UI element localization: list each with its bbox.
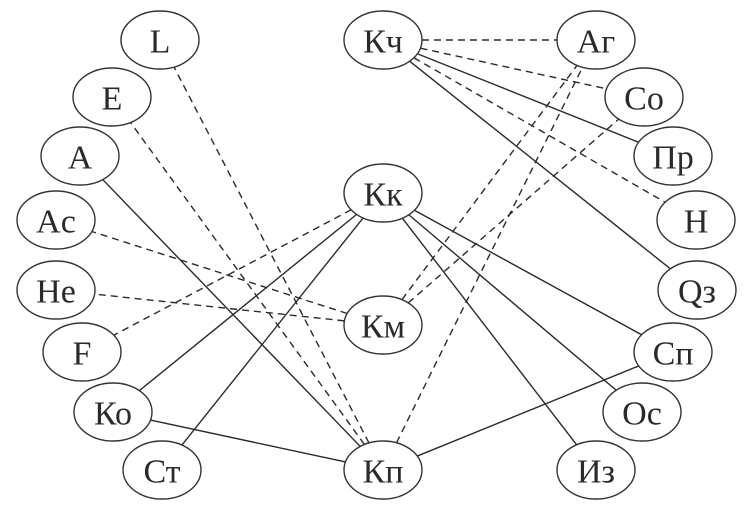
node-ellipse — [602, 382, 682, 442]
edge-Kk-Ct — [181, 217, 364, 446]
node-label: Ко — [94, 396, 132, 433]
node-ellipse — [343, 295, 423, 355]
edge-Kk-Sp — [414, 209, 642, 336]
node-ellipse — [73, 382, 153, 442]
node-Ac: Ac — [16, 190, 96, 250]
node-label: Со — [624, 81, 664, 118]
edge-Kp-Ko — [150, 419, 346, 463]
node-ellipse — [42, 322, 122, 382]
node-Iz: Из — [556, 440, 636, 500]
edge-Kch-Qz — [409, 60, 671, 270]
node-H: Н — [656, 190, 736, 250]
node-ellipse — [343, 440, 423, 500]
node-ellipse — [657, 260, 737, 320]
node-L: L — [120, 10, 200, 70]
node-E: E — [72, 67, 152, 127]
node-Ct: Ст — [122, 440, 202, 500]
node-ellipse — [72, 67, 152, 127]
node-label: Н — [684, 204, 709, 241]
edge-Kk-F — [113, 209, 352, 336]
node-label: Ос — [622, 396, 662, 433]
node-ellipse — [40, 126, 120, 186]
edge-Km-He — [94, 293, 345, 322]
node-Qz: Qз — [657, 260, 737, 320]
node-Pr: Пр — [633, 126, 713, 186]
node-A: A — [40, 126, 120, 186]
node-He: He — [16, 260, 96, 320]
node-label: Км — [361, 309, 405, 346]
node-label: Пр — [652, 140, 694, 177]
edge-Kch-Pr — [417, 53, 639, 143]
edge-Km-Ac — [91, 230, 348, 315]
edge-Kp-Sp — [416, 365, 640, 457]
node-label: Ст — [143, 454, 180, 491]
node-label: Кп — [363, 454, 404, 491]
node-label: Ac — [36, 204, 76, 241]
node-Ko: Ко — [73, 382, 153, 442]
node-Os: Ос — [602, 382, 682, 442]
node-ellipse — [556, 440, 636, 500]
node-label: F — [73, 336, 92, 373]
node-label: Из — [577, 454, 615, 491]
node-label: Сп — [653, 336, 694, 373]
node-Ag: Аг — [556, 10, 636, 70]
edge-Km-Ag — [401, 64, 578, 301]
node-ellipse — [122, 440, 202, 500]
edges-layer — [91, 39, 671, 463]
node-Kk: Кк — [343, 163, 423, 223]
node-Kp: Кп — [343, 440, 423, 500]
edge-Kp-L — [173, 66, 370, 444]
node-label: Qз — [678, 274, 716, 311]
node-ellipse — [604, 67, 684, 127]
edge-Km-Co — [407, 118, 620, 304]
node-label: Кч — [363, 24, 403, 61]
node-ellipse — [633, 322, 713, 382]
node-F: F — [42, 322, 122, 382]
edge-Kk-Ko — [138, 213, 358, 392]
node-Co: Со — [604, 67, 684, 127]
edge-Kp-Ag — [395, 66, 584, 444]
node-Kch: Кч — [343, 10, 423, 70]
node-ellipse — [556, 10, 636, 70]
node-label: E — [102, 81, 123, 118]
edge-Kp-E — [129, 122, 366, 445]
node-label: Кк — [363, 177, 403, 214]
node-label: A — [68, 140, 93, 177]
edge-Kk-Os — [408, 214, 617, 391]
node-label: L — [150, 24, 171, 61]
node-ellipse — [343, 10, 423, 70]
node-Km: Км — [343, 295, 423, 355]
node-label: He — [36, 274, 76, 311]
node-ellipse — [656, 190, 736, 250]
node-label: Аг — [577, 24, 616, 61]
node-Sp: Сп — [633, 322, 713, 382]
edge-Kch-H — [413, 57, 666, 203]
edge-Kp-A — [102, 179, 361, 447]
node-ellipse — [16, 190, 96, 250]
node-ellipse — [16, 260, 96, 320]
node-ellipse — [633, 126, 713, 186]
node-ellipse — [343, 163, 423, 223]
node-ellipse — [120, 10, 200, 70]
edge-Kk-Iz — [401, 217, 578, 446]
